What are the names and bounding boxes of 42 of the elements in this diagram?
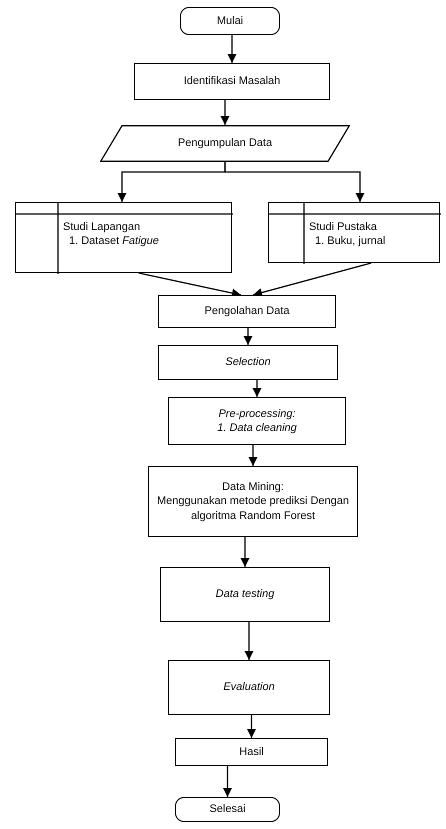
box-heading: Pre-processing: <box>217 406 297 421</box>
process-box <box>175 738 328 766</box>
process-box <box>134 63 330 100</box>
terminator-box <box>175 797 280 822</box>
box-heading: Selection <box>225 355 271 370</box>
process-box <box>268 202 440 263</box>
arrow <box>220 100 230 125</box>
arrow <box>244 622 254 660</box>
process-box <box>158 345 338 380</box>
box-heading: Selesai <box>209 802 246 817</box>
box-text: 1. Buku, jurnal <box>314 234 386 249</box>
process-box <box>168 660 330 715</box>
box-heading: Studi Pustaka <box>309 220 378 234</box>
arrow <box>252 380 262 397</box>
process-box <box>168 397 346 445</box>
input-parallelogram <box>100 125 350 162</box>
process-box <box>148 466 358 537</box>
box-heading: Pengumpulan Data <box>178 136 272 151</box>
arrow <box>224 162 365 202</box>
box-heading: Hasil <box>239 744 264 760</box>
box-heading: Mulai <box>216 14 244 28</box>
arrow <box>252 262 372 298</box>
process-box <box>15 202 232 273</box>
process-box <box>160 567 330 622</box>
box-heading: Pengolahan Data <box>204 304 290 319</box>
box-heading: Evaluation <box>223 680 275 695</box>
box-heading: Data Mining: <box>221 480 285 494</box>
box-text: Menggunakan metode prediksi Dengan algoritma Random Forest <box>156 494 350 523</box>
arrow <box>240 537 250 567</box>
box-text: 1. Data cleaning <box>217 421 297 436</box>
box-heading: Identifikasi Masalah <box>184 74 280 89</box>
box-text: 1. Dataset Fatigue <box>68 234 159 249</box>
box-heading: Data testing <box>216 587 274 602</box>
process-box <box>158 295 336 328</box>
terminator-box <box>180 7 280 35</box>
arrow <box>138 272 242 298</box>
arrow <box>248 445 258 466</box>
arrow <box>222 766 232 797</box>
arrow <box>243 328 253 345</box>
arrow <box>227 35 237 63</box>
arrow <box>246 715 256 738</box>
box-heading: Studi Lapangan <box>63 220 142 234</box>
